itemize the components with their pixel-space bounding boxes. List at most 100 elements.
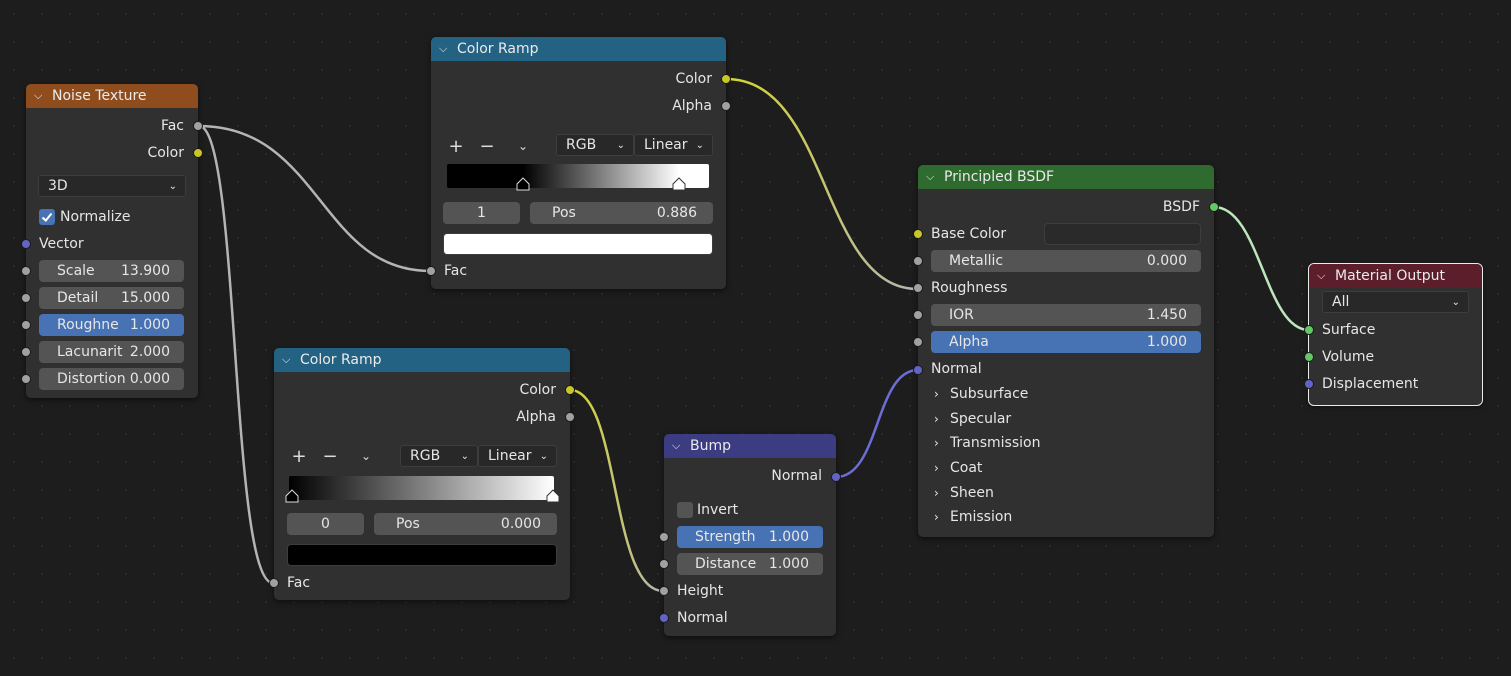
principled-bsdf-header[interactable]: ⌵ Principled BSDF [918, 165, 1214, 189]
principled-bsdf-node[interactable]: ⌵ Principled BSDF BSDF Base Color Metall… [913, 165, 1219, 537]
chevron-down-icon[interactable]: ⌄ [517, 139, 529, 153]
noise-texture-header[interactable]: ⌵ Noise Texture [26, 84, 198, 108]
color-ramp-header[interactable]: ⌵ Color Ramp [274, 348, 570, 372]
noise-texture-node[interactable]: ⌵ Noise Texture Fac Color 3D ⌄ Normalize… [21, 84, 203, 398]
socket-scale-in[interactable] [21, 266, 31, 276]
color-stop-marker-0[interactable] [516, 177, 530, 191]
socket-base-color-in[interactable] [913, 229, 923, 239]
color-ramp-gradient[interactable] [447, 164, 709, 188]
socket-color-out[interactable] [193, 148, 203, 158]
socket-normal-out[interactable] [831, 472, 841, 482]
panel-subsurface[interactable]: ›Subsurface [934, 383, 1028, 405]
color-ramp-header[interactable]: ⌵ Color Ramp [431, 37, 726, 61]
link-ramp2-color-to-bump-height[interactable] [569, 388, 664, 593]
link-bsdf-to-output-surface[interactable] [1213, 205, 1310, 332]
socket-color-out[interactable] [721, 74, 731, 84]
socket-ior-in[interactable] [913, 310, 923, 320]
material-output-node[interactable]: ⌵ Material Output All⌄ Surface Volume Di… [1304, 263, 1483, 406]
socket-vector-in[interactable] [21, 239, 31, 249]
color-mode-dropdown[interactable]: RGB⌄ [556, 134, 634, 156]
panel-transmission[interactable]: ›Transmission [934, 432, 1040, 454]
color-ramp-gradient[interactable] [289, 476, 554, 500]
socket-bsdf-out[interactable] [1209, 202, 1219, 212]
dimension-dropdown[interactable]: 3D ⌄ [38, 175, 186, 197]
socket-distance-in[interactable] [659, 559, 669, 569]
socket-roughness-in[interactable] [913, 283, 923, 293]
socket-displacement-in[interactable] [1304, 379, 1314, 389]
chevron-down-icon[interactable]: ⌄ [360, 449, 372, 463]
chevron-down-icon[interactable]: ⌵ [439, 42, 448, 55]
socket-fac-in[interactable] [426, 266, 436, 276]
add-stop-icon[interactable]: + [291, 445, 307, 467]
link-ramp1-color-to-bsdf-roughness[interactable] [725, 77, 919, 291]
color-stop-marker-0-active[interactable] [285, 489, 299, 503]
color-mode-dropdown[interactable]: RGB⌄ [400, 445, 478, 467]
panel-specular[interactable]: ›Specular [934, 408, 1011, 430]
socket-normal-in[interactable] [659, 613, 669, 623]
panel-coat[interactable]: ›Coat [934, 457, 982, 479]
stop-color-swatch[interactable] [443, 233, 713, 255]
chevron-down-icon[interactable]: ⌵ [34, 89, 43, 102]
field-value: 2.000 [129, 344, 170, 360]
material-output-header[interactable]: ⌵ Material Output [1309, 264, 1482, 288]
socket-surface-in[interactable] [1304, 325, 1314, 335]
interpolation-dropdown[interactable]: Linear⌄ [634, 134, 713, 156]
socket-strength-in[interactable] [659, 532, 669, 542]
stop-index-field[interactable]: 1 [443, 202, 520, 224]
socket-color-out[interactable] [565, 385, 575, 395]
chevron-down-icon[interactable]: ⌵ [1317, 269, 1326, 282]
socket-height-in[interactable] [659, 586, 669, 596]
normalize-checkbox[interactable] [39, 209, 55, 225]
panel-sheen[interactable]: ›Sheen [934, 482, 994, 504]
socket-detail-in[interactable] [21, 293, 31, 303]
bump-header[interactable]: ⌵ Bump [664, 434, 836, 458]
target-dropdown[interactable]: All⌄ [1322, 291, 1469, 313]
remove-stop-icon[interactable]: − [479, 135, 495, 157]
invert-checkbox[interactable] [677, 502, 693, 518]
chevron-down-icon[interactable]: ⌵ [926, 170, 935, 183]
link-bump-normal-to-bsdf-normal[interactable] [835, 368, 919, 479]
color-ramp-node-bottom[interactable]: ⌵ Color Ramp Color Alpha + − ⌄ RGB⌄ Line… [269, 348, 575, 600]
socket-lacunarity-in[interactable] [21, 347, 31, 357]
chevron-down-icon[interactable]: ⌵ [282, 353, 291, 366]
node-title: Bump [690, 438, 732, 454]
color-stop-marker-1-active[interactable] [672, 177, 686, 191]
add-stop-icon[interactable]: + [448, 135, 464, 157]
interpolation-dropdown[interactable]: Linear⌄ [478, 445, 557, 467]
socket-fac-in[interactable] [269, 578, 279, 588]
socket-volume-in[interactable] [1304, 352, 1314, 362]
remove-stop-icon[interactable]: − [322, 445, 338, 467]
socket-normal-in[interactable] [913, 365, 923, 375]
socket-alpha-out[interactable] [721, 101, 731, 111]
link-noise-fac-to-ramp2-fac[interactable] [198, 124, 274, 585]
color-ramp-node-top[interactable]: ⌵ Color Ramp Color Alpha + − ⌄ RGB⌄ Line… [426, 37, 731, 289]
socket-fac-out[interactable] [193, 121, 203, 131]
stop-index-field[interactable]: 0 [287, 513, 364, 535]
link-noise-fac-to-ramp1-fac[interactable] [198, 124, 431, 273]
socket-distortion-in[interactable] [21, 374, 31, 384]
stop-color-swatch[interactable] [287, 544, 557, 566]
chevron-down-icon[interactable]: ⌵ [672, 439, 681, 452]
socket-metallic-in[interactable] [913, 256, 923, 266]
base-color-swatch[interactable] [1044, 223, 1201, 245]
socket-roughness-in[interactable] [21, 320, 31, 330]
color-stop-marker-1[interactable] [546, 489, 560, 503]
socket-alpha-in[interactable] [913, 337, 923, 347]
socket-alpha-out[interactable] [565, 412, 575, 422]
panel-emission[interactable]: ›Emission [934, 506, 1012, 528]
